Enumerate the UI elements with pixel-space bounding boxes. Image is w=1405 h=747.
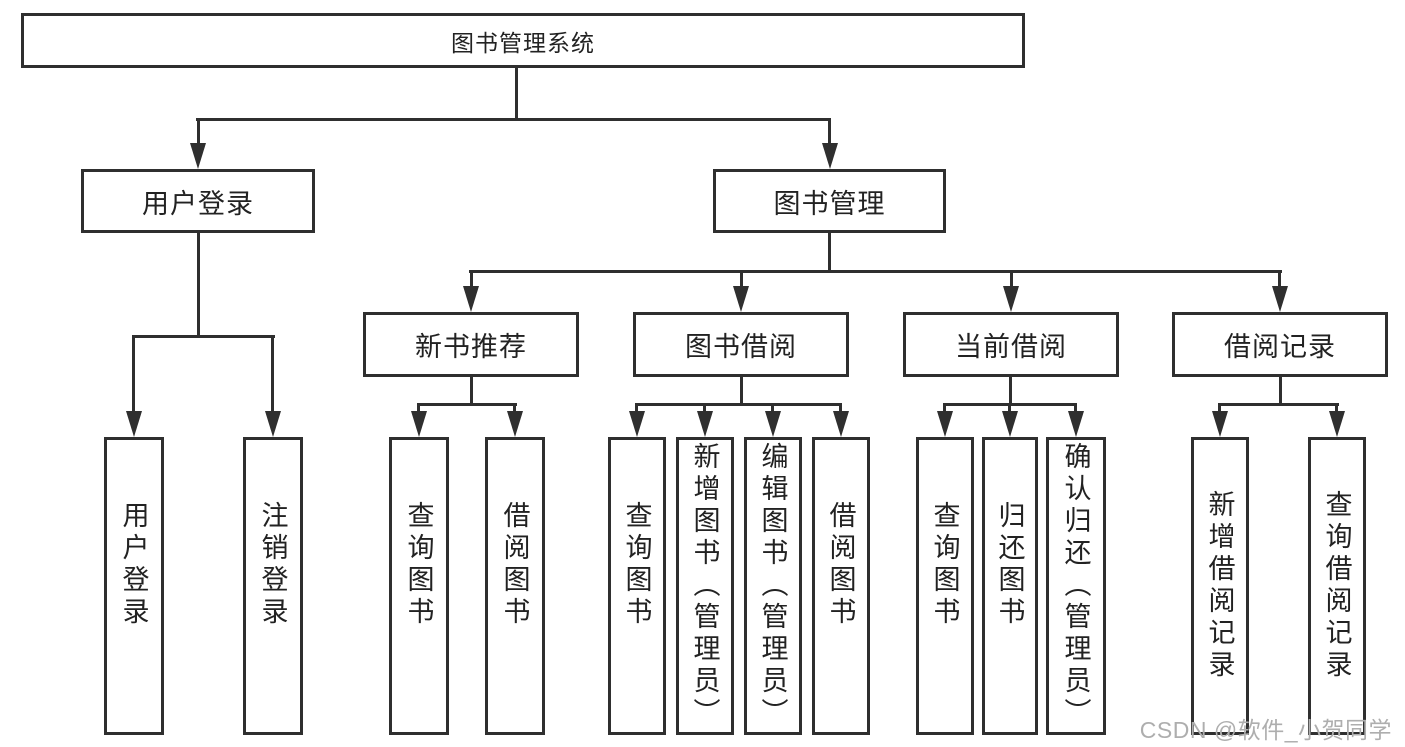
connector-line — [1074, 403, 1077, 415]
leaf-confirm-return-admin: 确认归还（管理员） — [1046, 437, 1106, 735]
node-label: 新增图书（管理员） — [689, 442, 720, 730]
arrow-down-icon — [126, 411, 142, 437]
connector-line — [271, 335, 274, 415]
arrow-down-icon — [733, 286, 749, 312]
arrow-down-icon — [1329, 411, 1345, 437]
node-label: 新书推荐 — [415, 332, 527, 362]
connector-line — [417, 403, 420, 415]
node-user-login: 用户登录 — [81, 169, 315, 233]
arrow-down-icon — [1068, 411, 1084, 437]
connector-line — [197, 233, 200, 337]
leaf-query-books: 查询图书 — [389, 437, 449, 735]
node-label: 归还图书 — [994, 501, 1025, 629]
node-book-borrowing: 图书借阅 — [633, 312, 849, 377]
arrow-down-icon — [1272, 286, 1288, 312]
connector-line — [943, 403, 946, 415]
node-book-management: 图书管理 — [713, 169, 946, 233]
connector-line — [635, 403, 842, 406]
arrow-down-icon — [629, 411, 645, 437]
node-label: 新增借阅记录 — [1204, 490, 1235, 682]
leaf-return-books: 归还图书 — [982, 437, 1038, 735]
connector-line — [1335, 403, 1338, 415]
connector-line — [1008, 403, 1011, 415]
connector-line — [1279, 377, 1282, 405]
leaf-edit-books-admin: 编辑图书（管理员） — [744, 437, 802, 735]
leaf-add-books-admin: 新增图书（管理员） — [676, 437, 734, 735]
connector-line — [740, 377, 743, 405]
arrow-down-icon — [765, 411, 781, 437]
node-label: 用户登录 — [118, 501, 149, 629]
node-label: 查询借阅记录 — [1321, 490, 1352, 682]
connector-line — [839, 403, 842, 415]
node-label: 当前借阅 — [955, 332, 1067, 362]
node-label: 查询图书 — [929, 501, 960, 629]
node-label: 借阅图书 — [499, 501, 530, 629]
node-borrowing-records: 借阅记录 — [1172, 312, 1388, 377]
node-library-management-system: 图书管理系统 — [21, 13, 1025, 68]
arrow-down-icon — [833, 411, 849, 437]
connector-line — [470, 270, 473, 290]
connector-line — [1278, 270, 1281, 290]
connector-line — [513, 403, 516, 415]
arrow-down-icon — [411, 411, 427, 437]
connector-line — [771, 403, 774, 415]
node-label: 查询图书 — [403, 501, 434, 629]
connector-line — [196, 118, 831, 121]
node-label: 图书管理 — [773, 188, 886, 219]
connector-line — [515, 68, 518, 120]
leaf-borrow-books: 借阅图书 — [812, 437, 870, 735]
leaf-query-books: 查询图书 — [916, 437, 974, 735]
arrow-down-icon — [265, 411, 281, 437]
node-label: 编辑图书（管理员） — [757, 442, 788, 730]
connector-line — [1009, 377, 1012, 405]
connector-line — [132, 335, 275, 338]
arrow-down-icon — [1003, 286, 1019, 312]
watermark: CSDN @软件_小贺同学 — [1139, 717, 1392, 743]
node-label: 借阅图书 — [825, 501, 856, 629]
node-new-book-recommendation: 新书推荐 — [363, 312, 579, 377]
arrow-down-icon — [1212, 411, 1228, 437]
arrow-down-icon — [463, 286, 479, 312]
node-label: 用户登录 — [142, 188, 254, 219]
node-label: 确认归还（管理员） — [1060, 442, 1091, 730]
node-label: 借阅记录 — [1224, 332, 1336, 362]
leaf-add-borrow-record: 新增借阅记录 — [1191, 437, 1249, 735]
connector-line — [197, 118, 200, 146]
connector-line — [635, 403, 638, 415]
connector-line — [1218, 403, 1221, 415]
arrow-down-icon — [697, 411, 713, 437]
connector-line — [703, 403, 706, 415]
arrow-down-icon — [507, 411, 523, 437]
arrow-down-icon — [937, 411, 953, 437]
leaf-user-login: 用户登录 — [104, 437, 164, 735]
connector-line — [470, 377, 473, 405]
leaf-query-borrow-record: 查询借阅记录 — [1308, 437, 1366, 735]
connector-line — [132, 335, 135, 415]
arrow-down-icon — [190, 143, 206, 169]
arrow-down-icon — [1002, 411, 1018, 437]
node-label: 图书借阅 — [685, 332, 797, 362]
leaf-logout: 注销登录 — [243, 437, 303, 735]
node-label: 图书管理系统 — [451, 29, 595, 56]
connector-line — [417, 403, 517, 406]
node-label: 注销登录 — [257, 501, 288, 629]
node-current-borrowing: 当前借阅 — [903, 312, 1119, 377]
connector-line — [828, 233, 831, 272]
connector-line — [740, 270, 743, 290]
connector-line — [469, 270, 1282, 273]
leaf-query-books: 查询图书 — [608, 437, 666, 735]
arrow-down-icon — [822, 143, 838, 169]
node-label: 查询图书 — [621, 501, 652, 629]
connector-line — [828, 118, 831, 146]
connector-line — [1218, 403, 1339, 406]
leaf-borrow-books: 借阅图书 — [485, 437, 545, 735]
connector-line — [1010, 270, 1013, 290]
